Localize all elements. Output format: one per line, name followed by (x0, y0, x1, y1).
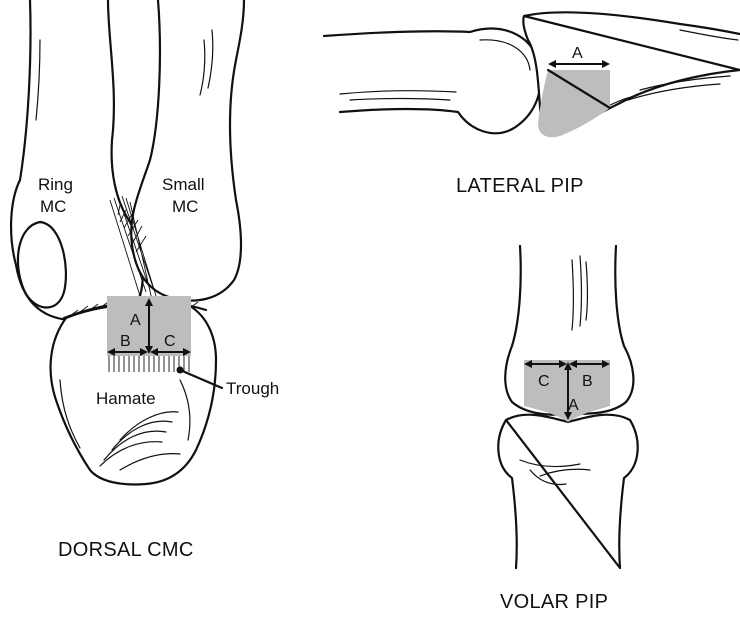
dorsal-cmc-label-c: C (164, 333, 176, 350)
volar-pip-caption: VOLAR PIP (500, 591, 608, 613)
trough-label: Trough (226, 379, 279, 398)
volar-pip-label-a: A (568, 397, 579, 414)
dorsal-cmc-label-a: A (130, 312, 141, 329)
ring-mc-label-line2: MC (40, 197, 66, 216)
dorsal-cmc-label-b: B (120, 333, 131, 350)
ring-mc-label-line1: Ring (38, 175, 73, 194)
dorsal-cmc-caption: DORSAL CMC (58, 539, 194, 561)
lateral-pip-graft-region (538, 70, 610, 137)
volar-pip-panel: C B A VOLAR PIP (498, 246, 637, 613)
lateral-pip-caption: LATERAL PIP (456, 175, 584, 197)
volar-pip-label-b: B (582, 373, 593, 390)
small-metacarpal (131, 0, 244, 301)
small-mc-label-line1: Small (162, 175, 205, 194)
small-mc-label-line2: MC (172, 197, 198, 216)
lateral-pip-label-a: A (572, 45, 583, 62)
volar-proximal-phalanx (498, 415, 637, 568)
lateral-pip-panel: A LATERAL PIP (324, 12, 740, 197)
volar-pip-label-c: C (538, 373, 550, 390)
hamate-label: Hamate (96, 389, 156, 408)
dorsal-cmc-panel: A B C Ring MC Small MC Hamate Trough DOR… (11, 0, 279, 561)
